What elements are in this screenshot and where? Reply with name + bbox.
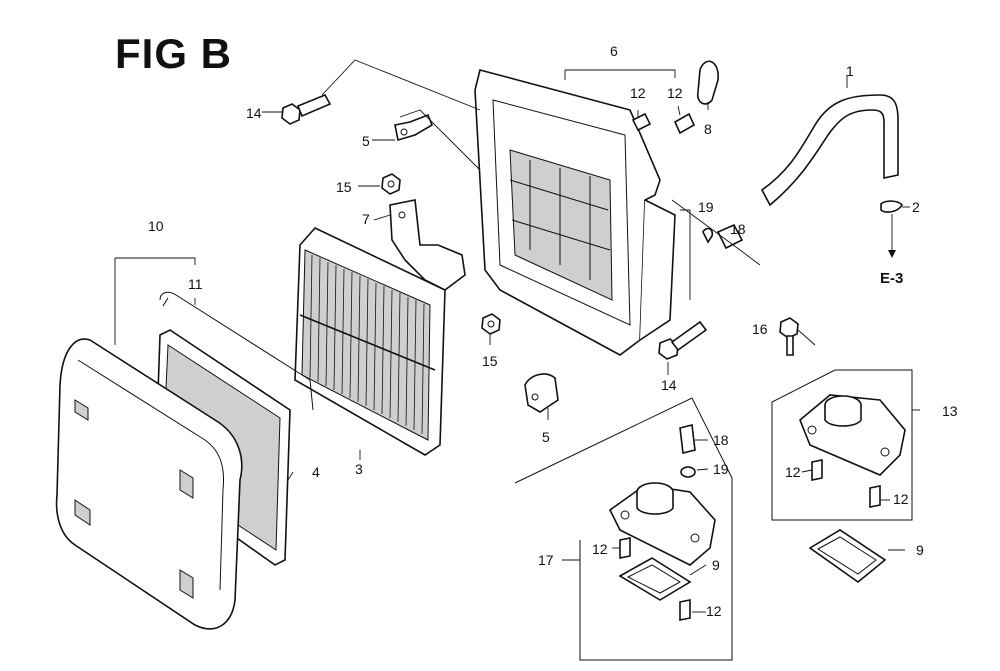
callout-8: 8 bbox=[704, 121, 712, 137]
pipe-upper bbox=[716, 223, 744, 250]
callout-4: 4 bbox=[312, 464, 320, 480]
air-cleaner-case bbox=[474, 69, 676, 356]
callout-9-lower: 9 bbox=[712, 557, 720, 573]
callout-12-case-right: 12 bbox=[667, 85, 683, 101]
clamp-lower bbox=[524, 373, 559, 413]
bolt-lower bbox=[658, 320, 708, 360]
clip-upper bbox=[702, 227, 714, 244]
leader-lines bbox=[114, 59, 920, 613]
pin-case-right bbox=[673, 112, 696, 135]
callout-18-upper: 18 bbox=[730, 221, 746, 237]
callout-14-lower: 14 bbox=[661, 377, 677, 393]
callout-3: 3 bbox=[355, 461, 363, 477]
callout-15-upper: 15 bbox=[336, 179, 352, 195]
callout-11: 11 bbox=[188, 276, 203, 292]
gasket-right bbox=[808, 529, 887, 584]
pin-case-left bbox=[631, 112, 652, 132]
callout-18-lower: 18 bbox=[713, 432, 729, 448]
callout-5-lower: 5 bbox=[542, 429, 550, 445]
callout-17: 17 bbox=[538, 552, 554, 568]
callout-6: 6 bbox=[610, 43, 618, 59]
callout-12-case-left: 12 bbox=[630, 85, 646, 101]
callout-9-right: 9 bbox=[916, 542, 924, 558]
callout-12-lower-a: 12 bbox=[592, 541, 608, 557]
callout-19-upper: 19 bbox=[698, 199, 714, 215]
callout-16: 16 bbox=[752, 321, 768, 337]
lower-assembly-box bbox=[514, 397, 733, 661]
callout-12-lower-b: 12 bbox=[706, 603, 722, 619]
bracket bbox=[389, 199, 466, 291]
callout-13: 13 bbox=[942, 403, 958, 419]
air-filter-element bbox=[294, 227, 446, 456]
callout-12-right-a: 12 bbox=[785, 464, 801, 480]
callout-5-upper: 5 bbox=[362, 133, 370, 149]
gasket-ring bbox=[696, 60, 719, 105]
bolt-upper bbox=[281, 93, 332, 125]
air-cleaner-cover bbox=[55, 338, 243, 630]
callout-1: 1 bbox=[846, 63, 854, 79]
callout-10: 10 bbox=[148, 218, 164, 234]
figure-title: FIG B bbox=[115, 30, 232, 77]
breather-tube bbox=[760, 94, 899, 207]
breather-assembly-box bbox=[771, 369, 913, 521]
nut-upper bbox=[381, 173, 401, 195]
callout-7: 7 bbox=[362, 211, 370, 227]
seal-strip bbox=[159, 291, 314, 411]
reference-label: E-3 bbox=[880, 270, 904, 287]
bolt-16 bbox=[779, 317, 799, 356]
callout-14-upper: 14 bbox=[246, 105, 262, 121]
clamp-upper bbox=[394, 113, 433, 142]
callout-2: 2 bbox=[912, 199, 920, 215]
tube-clip bbox=[880, 200, 903, 258]
callout-15-lower: 15 bbox=[482, 353, 498, 369]
callout-19-lower: 19 bbox=[713, 461, 729, 477]
callout-12-right-b: 12 bbox=[893, 491, 909, 507]
nut-lower bbox=[481, 313, 501, 335]
